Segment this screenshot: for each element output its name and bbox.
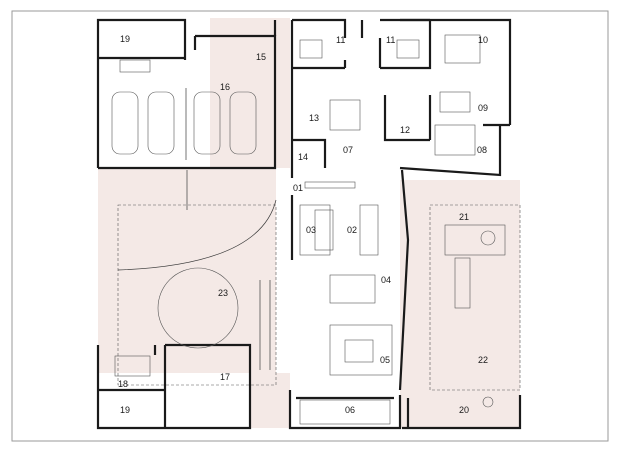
room-label-11-east: 11 (386, 35, 395, 45)
room-label-13: 13 (309, 113, 319, 123)
room-label-20: 20 (459, 405, 469, 415)
room-label-06: 06 (345, 405, 355, 415)
room-label-17: 17 (220, 372, 230, 382)
room-labels: 01 02 03 04 05 06 07 08 09 10 11 11 12 1… (118, 34, 488, 415)
room-label-07: 07 (343, 145, 353, 155)
room-label-08: 08 (477, 145, 487, 155)
room-label-21: 21 (459, 212, 469, 222)
walls (96, 18, 522, 430)
furniture (114, 34, 496, 425)
site-lines (117, 170, 521, 391)
room-label-19-south: 19 (120, 405, 130, 415)
room-label-05: 05 (380, 355, 390, 365)
room-label-03: 03 (306, 225, 316, 235)
room-label-01: 01 (293, 183, 303, 193)
room-label-12: 12 (400, 125, 410, 135)
garage-cars (111, 88, 257, 160)
room-label-19-north: 19 (120, 34, 130, 44)
room-label-02: 02 (347, 225, 357, 235)
room-label-14: 14 (298, 152, 308, 162)
room-label-15: 15 (256, 52, 266, 62)
room-label-04: 04 (381, 275, 391, 285)
room-label-18: 18 (118, 379, 128, 389)
room-label-09: 09 (478, 103, 488, 113)
room-label-16: 16 (220, 82, 230, 92)
room-label-22: 22 (478, 355, 488, 365)
room-label-23: 23 (218, 288, 228, 298)
room-label-10: 10 (478, 35, 488, 45)
room-label-11-west: 11 (336, 35, 345, 45)
